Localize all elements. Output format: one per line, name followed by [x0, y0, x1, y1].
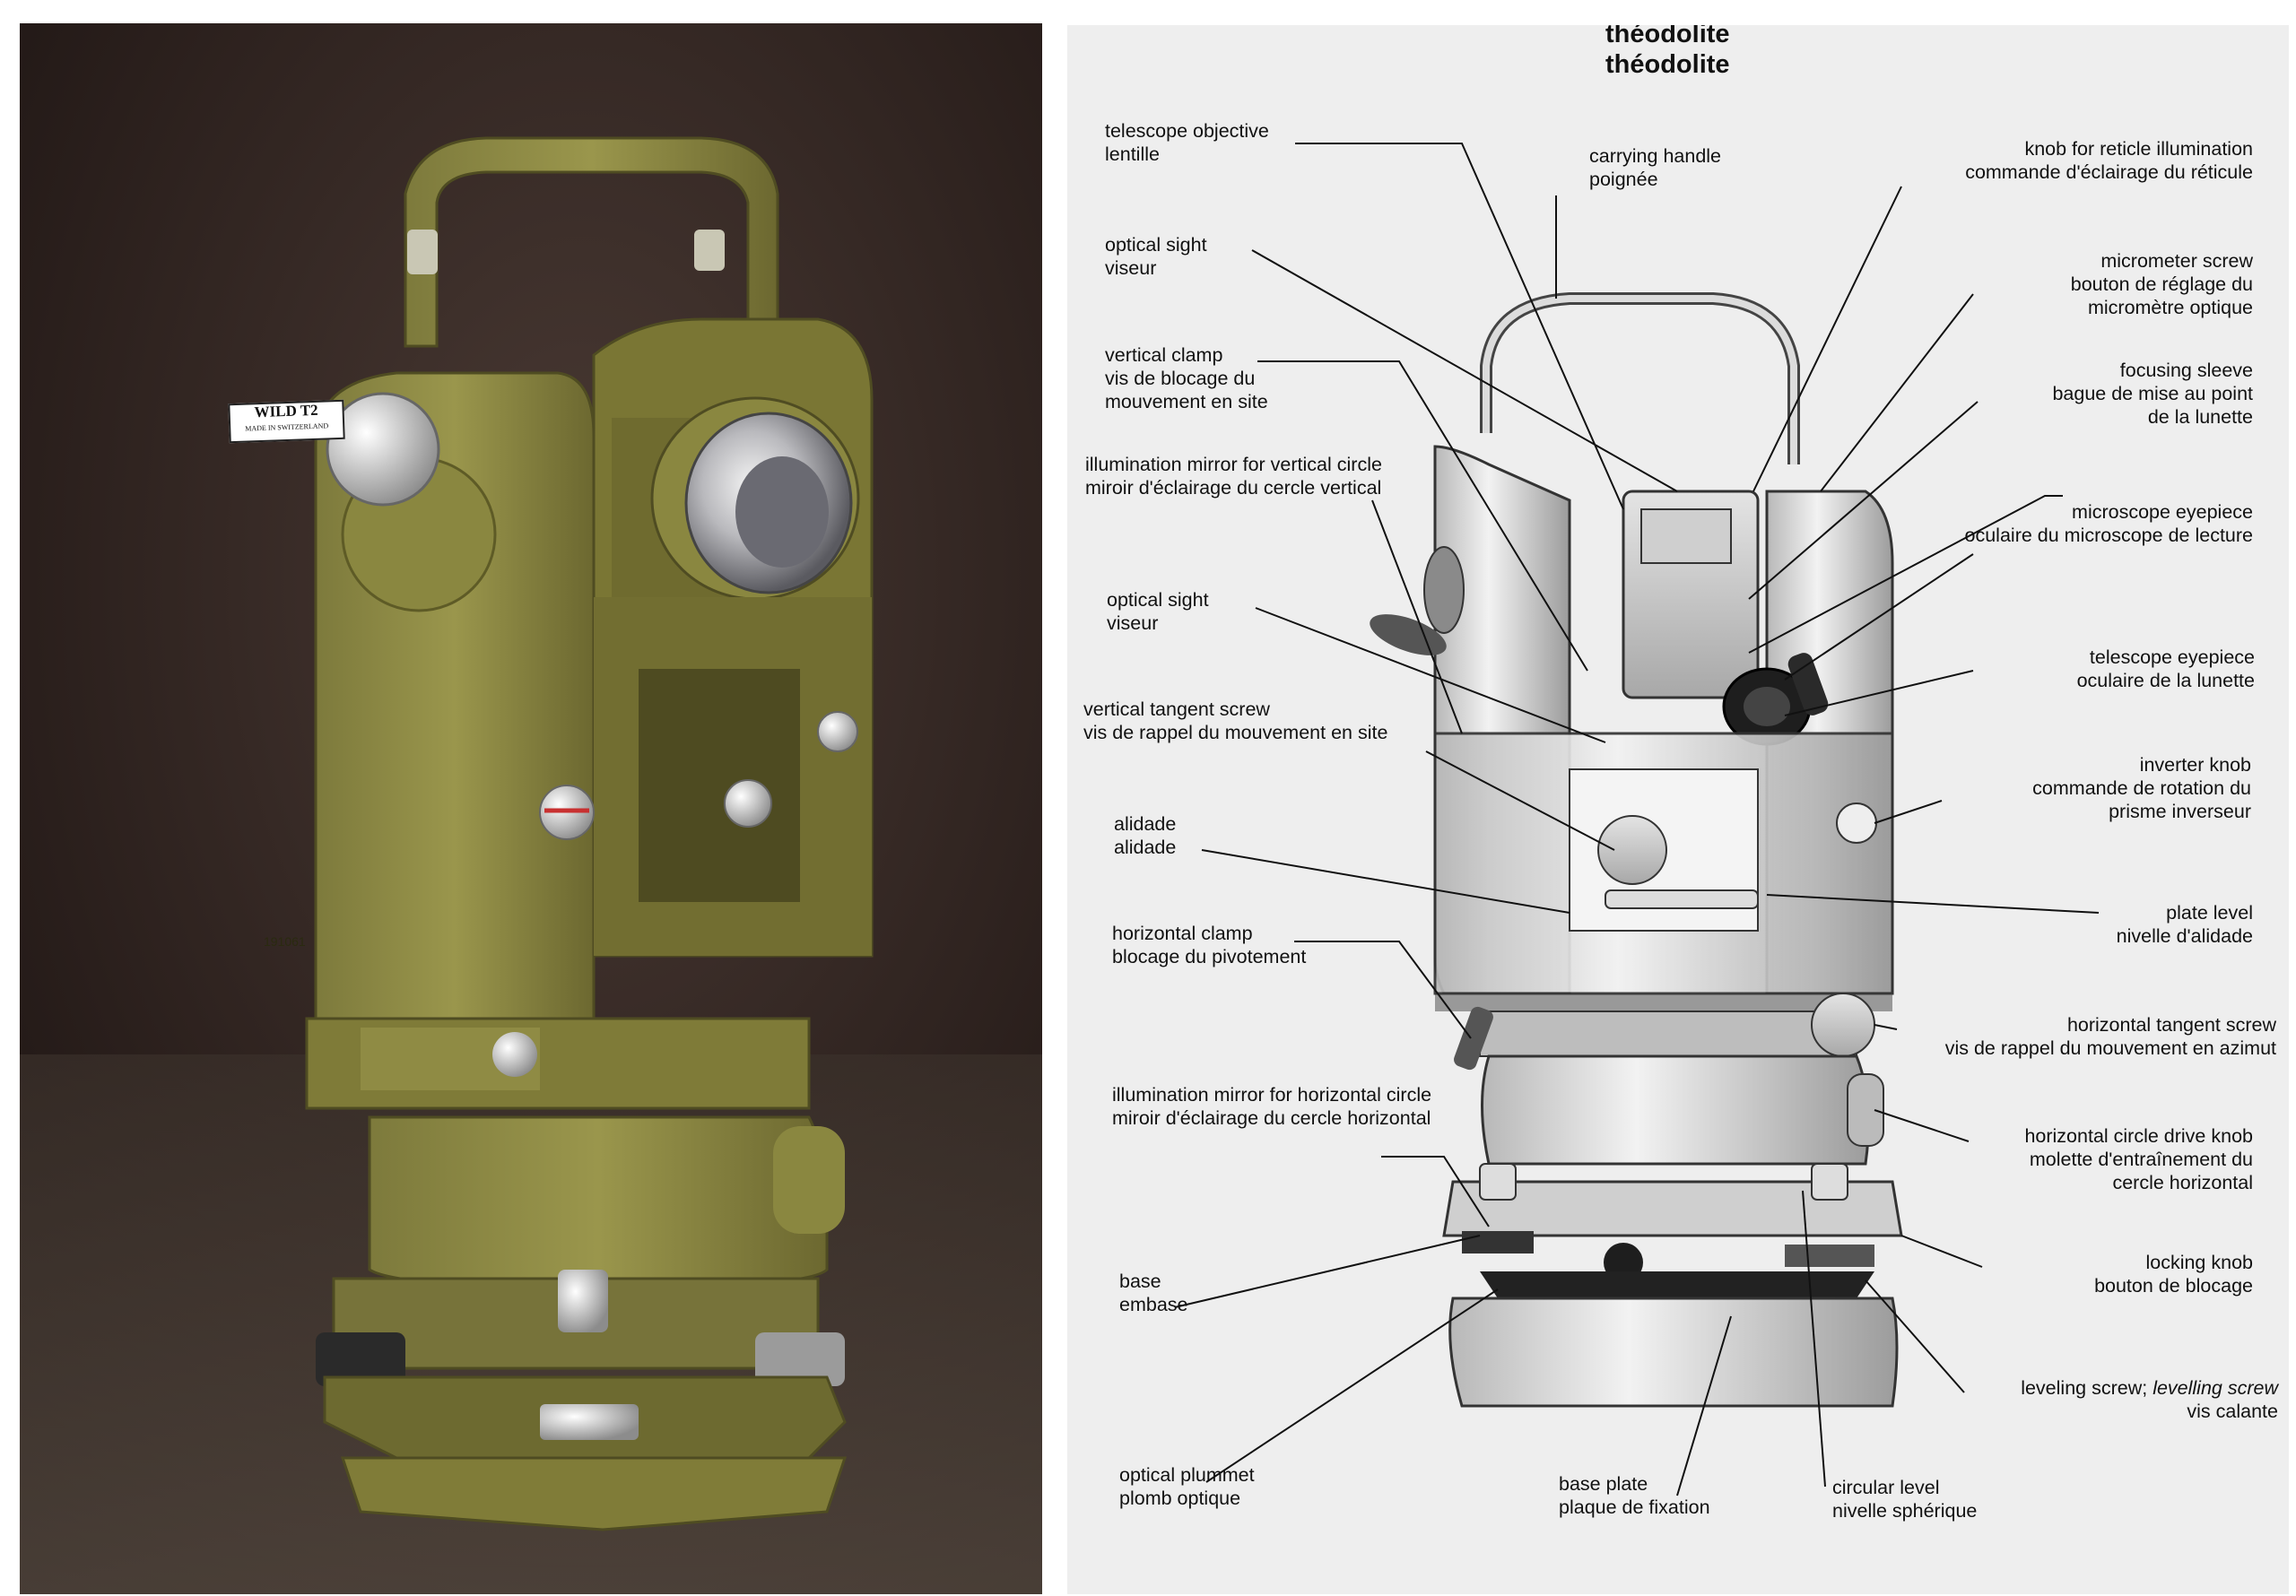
label-micrometer-screw: micrometer screw bouton de réglage du mi…: [2071, 249, 2253, 319]
label-inverter-knob: inverter knob commande de rotation du pr…: [2032, 753, 2251, 823]
label-en: base plate: [1559, 1473, 1648, 1495]
label-illumination-mirror-vertical: illumination mirror for vertical circle …: [1085, 453, 1382, 499]
label-fr: de la lunette: [2147, 406, 2253, 428]
label-en: optical plummet: [1119, 1464, 1255, 1486]
label-en: microscope eyepiece: [2072, 501, 2253, 523]
label-fr: molette d'entraînement du: [2029, 1149, 2253, 1170]
label-en: telescope eyepiece: [2089, 646, 2255, 668]
label-en-italic: levelling screw: [2152, 1377, 2278, 1399]
label-en: micrometer screw: [2100, 250, 2253, 272]
label-fr: nivelle sphérique: [1832, 1500, 1978, 1522]
label-en: alidade: [1114, 813, 1177, 835]
label-fr: commande de rotation du: [2032, 777, 2251, 799]
label-fr: blocage du pivotement: [1112, 946, 1307, 967]
label-en: horizontal tangent screw: [2066, 1014, 2276, 1036]
label-plate-level: plate level nivelle d'alidade: [2117, 901, 2253, 948]
label-en: knob for reticle illumination: [2024, 138, 2253, 160]
label-en: vertical clamp: [1105, 344, 1223, 366]
label-fr: vis calante: [2187, 1401, 2278, 1422]
label-fr: plomb optique: [1119, 1488, 1241, 1509]
label-en: optical sight: [1105, 234, 1207, 256]
label-en: horizontal circle drive knob: [2024, 1125, 2253, 1147]
label-illumination-mirror-horizontal: illumination mirror for horizontal circl…: [1112, 1083, 1431, 1130]
label-en: locking knob: [2145, 1252, 2253, 1273]
label-focusing-sleeve: focusing sleeve bague de mise au point d…: [2052, 359, 2253, 429]
label-locking-knob: locking knob bouton de blocage: [2094, 1251, 2253, 1297]
label-fr: vis de rappel du mouvement en azimut: [1944, 1037, 2276, 1059]
label-en: focusing sleeve: [2119, 360, 2253, 381]
label-fr: nivelle d'alidade: [2116, 925, 2253, 947]
label-en: illumination mirror for vertical circle: [1085, 454, 1382, 475]
label-microscope-eyepiece: microscope eyepiece oculaire du microsco…: [1965, 500, 2253, 547]
serial-number: 191061: [264, 934, 306, 949]
label-fr: prisme inverseur: [2109, 801, 2251, 822]
label-fr: oculaire du microscope de lecture: [1964, 525, 2253, 546]
label-carrying-handle: carrying handle poignée: [1589, 144, 1721, 191]
diagram-panel: théodolite théodolite telescope objectiv…: [1067, 25, 2289, 1594]
label-base-plate: base plate plaque de fixation: [1559, 1472, 1710, 1519]
label-fr: miroir d'éclairage du cercle vertical: [1085, 477, 1382, 499]
diagram-title-top: théodolite: [1605, 25, 1730, 48]
label-vertical-clamp: vertical clamp vis de blocage du mouveme…: [1105, 343, 1268, 413]
label-en: horizontal clamp: [1112, 923, 1253, 944]
label-telescope-eyepiece: telescope eyepiece oculaire de la lunett…: [2077, 646, 2255, 692]
label-horizontal-circle-drive-knob: horizontal circle drive knob molette d'e…: [2024, 1124, 2253, 1194]
label-en: circular level: [1832, 1477, 1940, 1498]
label-fr: mouvement en site: [1105, 391, 1268, 412]
label-fr: poignée: [1589, 169, 1658, 190]
label-circular-level: circular level nivelle sphérique: [1832, 1476, 1977, 1522]
wild-t2-nameplate: WILD T2 MADE IN SWITZERLAND: [228, 399, 345, 444]
label-en: telescope objective: [1105, 120, 1269, 142]
label-fr: bouton de réglage du: [2070, 273, 2253, 295]
label-fr: vis de rappel du mouvement en site: [1083, 722, 1388, 743]
photo-panel: WILD T2 MADE IN SWITZERLAND 191061: [20, 23, 1042, 1594]
label-optical-sight-upper: optical sight viseur: [1105, 233, 1207, 280]
label-en: illumination mirror for horizontal circl…: [1112, 1084, 1432, 1106]
label-base: base embase: [1119, 1270, 1188, 1316]
label-en: inverter knob: [2139, 754, 2251, 776]
label-en: carrying handle: [1589, 145, 1722, 167]
label-fr: plaque de fixation: [1559, 1496, 1710, 1518]
label-en: optical sight: [1107, 589, 1209, 611]
theodolite-photo: [20, 23, 1042, 1594]
label-reticle-illumination-knob: knob for reticle illumination commande d…: [1965, 137, 2253, 184]
label-fr: alidade: [1114, 837, 1177, 858]
label-vertical-tangent-screw: vertical tangent screw vis de rappel du …: [1083, 698, 1387, 744]
label-fr: embase: [1119, 1294, 1188, 1315]
label-fr: oculaire de la lunette: [2076, 670, 2255, 691]
nameplate-brand: WILD T2: [254, 401, 318, 421]
nameplate-subtext: MADE IN SWITZERLAND: [245, 421, 329, 433]
label-en: vertical tangent screw: [1083, 698, 1270, 720]
theodolite-drawing: [1174, 143, 2100, 1496]
label-en-line: leveling screw; levelling screw: [2021, 1376, 2278, 1400]
label-fr: viseur: [1105, 257, 1157, 279]
label-alidade: alidade alidade: [1114, 812, 1176, 859]
label-horizontal-clamp: horizontal clamp blocage du pivotement: [1112, 922, 1306, 968]
label-optical-plummet: optical plummet plomb optique: [1119, 1463, 1255, 1510]
label-en: base: [1119, 1271, 1161, 1292]
label-fr: commande d'éclairage du réticule: [1965, 161, 2253, 183]
label-fr: lentille: [1105, 143, 1160, 165]
label-leveling-screw: leveling screw; levelling screw vis cala…: [2021, 1376, 2278, 1423]
label-en: leveling screw;: [2021, 1377, 2148, 1399]
leader-lines: [1174, 143, 2100, 1496]
label-telescope-objective: telescope objective lentille: [1105, 119, 1269, 166]
label-en: plate level: [2166, 902, 2253, 924]
label-optical-sight-lower: optical sight viseur: [1107, 588, 1209, 635]
label-fr: viseur: [1107, 612, 1159, 634]
label-horizontal-tangent-screw: horizontal tangent screw vis de rappel d…: [1945, 1013, 2276, 1060]
label-fr: vis de blocage du: [1105, 368, 1256, 389]
label-fr: cercle horizontal: [2112, 1172, 2253, 1193]
label-fr: bague de mise au point: [2052, 383, 2253, 404]
label-fr: micromètre optique: [2087, 297, 2253, 318]
label-fr: bouton de blocage: [2094, 1275, 2253, 1297]
diagram-title: théodolite: [1605, 50, 1730, 79]
label-fr: miroir d'éclairage du cercle horizontal: [1112, 1107, 1431, 1129]
